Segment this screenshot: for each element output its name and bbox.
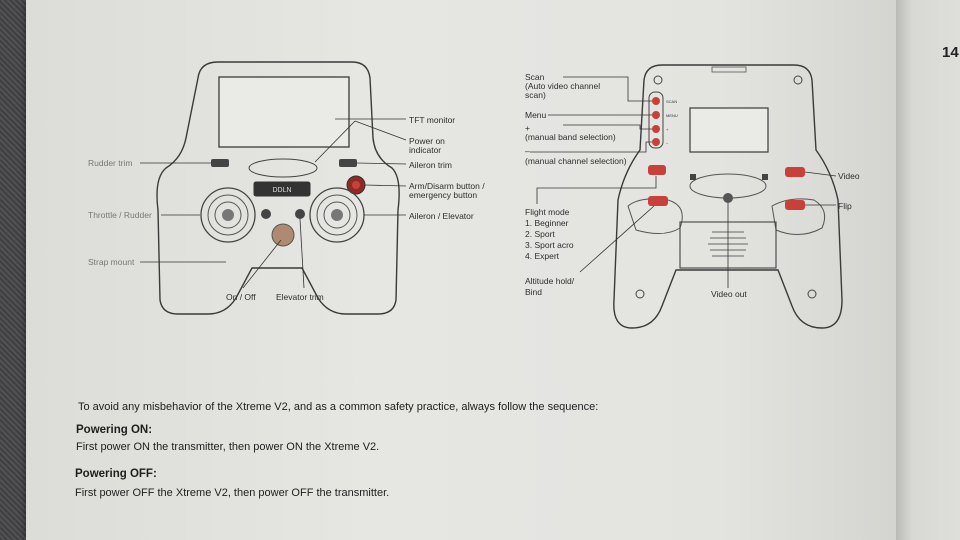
brand-plate (253, 181, 311, 197)
label-video: Video (838, 171, 860, 181)
label-on-off: On / Off (226, 292, 256, 302)
label-throttle-rudder: Throttle / Rudder (88, 210, 152, 220)
label-minus: – (525, 146, 530, 156)
label-video-out: Video out (711, 289, 747, 299)
rudder-trim-button (211, 159, 229, 167)
label-rudder-trim: Rudder trim (88, 158, 133, 168)
button-tag-scan: SCAN (666, 99, 677, 104)
button-tag-menu: MENU (666, 113, 678, 118)
label-mode-sport-acro: 3. Sport acro (525, 240, 574, 250)
button-tag-plus: + (666, 127, 669, 132)
label-bind: Bind (525, 287, 543, 297)
left-stick (200, 187, 256, 243)
label-power-on: Power on (409, 136, 445, 146)
brand-plate-text: DDLN (272, 187, 291, 194)
powering-on-text: First power ON the transmitter, then pow… (76, 441, 380, 453)
label-elevator-trim: Elevator trim (276, 292, 324, 302)
rear-display (689, 107, 769, 153)
flight-mode-switch (648, 196, 668, 206)
powering-on-heading: Powering ON: (76, 424, 153, 436)
label-emergency-button: emergency button (409, 190, 478, 200)
label-tft-monitor: TFT monitor (409, 115, 456, 125)
label-scan-desc-2: scan) (525, 90, 546, 100)
label-plus-desc: (manual band selection) (525, 132, 616, 142)
power-switch (271, 223, 295, 247)
instructions-intro: To avoid any misbehavior of the Xtreme V… (78, 401, 599, 413)
label-flight-mode: Flight mode (525, 207, 570, 217)
altitude-hold-switch (648, 165, 666, 175)
label-menu: Menu (525, 110, 547, 120)
label-arm-disarm: Arm/Disarm button / (409, 181, 485, 191)
flip-switch (785, 200, 805, 210)
tft-screen (218, 76, 350, 148)
label-mode-sport: 2. Sport (525, 229, 555, 239)
controller-rear-outline (613, 64, 843, 329)
video-switch (785, 167, 805, 177)
aileron-trim-button (339, 159, 357, 167)
label-scan-desc-1: (Auto video channel (525, 81, 601, 91)
button-tag-minus: – (666, 140, 669, 145)
powering-off-text: First power OFF the Xtreme V2, then powe… (75, 487, 390, 499)
label-altitude-hold: Altitude hold/ (525, 276, 575, 286)
label-aileron-trim: Aileron trim (409, 160, 452, 170)
next-page-edge (896, 0, 960, 540)
power-indicator (248, 158, 318, 178)
elevator-trim-button (295, 209, 305, 219)
label-aileron-elevator: Aileron / Elevator (409, 211, 474, 221)
label-indicator: indicator (409, 145, 442, 155)
label-scan: Scan (525, 72, 545, 82)
side-button-column (648, 91, 664, 149)
page-number: 14 (942, 44, 959, 61)
label-minus-desc: (manual channel selection) (525, 156, 627, 166)
label-mode-expert: 4. Expert (525, 251, 560, 261)
right-stick (309, 187, 365, 243)
label-mode-beginner: 1. Beginner (525, 218, 569, 228)
powering-off-heading: Powering OFF: (75, 468, 157, 480)
label-flip: Flip (838, 201, 852, 211)
label-strap-mount: Strap mount (88, 257, 135, 267)
label-plus: + (525, 123, 530, 133)
